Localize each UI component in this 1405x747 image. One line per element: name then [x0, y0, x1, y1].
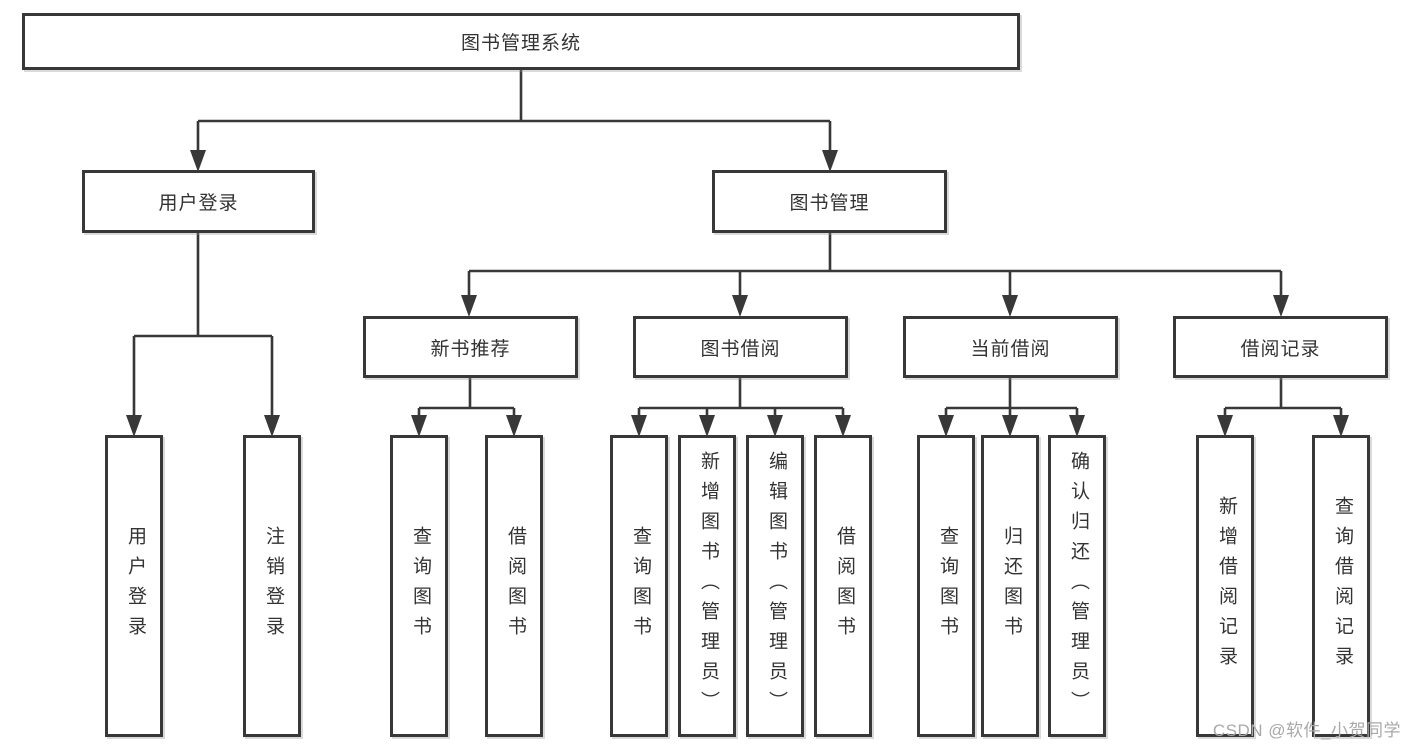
leaf-edit-book-admin: 编辑图书（管理员） — [746, 435, 804, 737]
node-current-borrowing: 当前借阅 — [903, 316, 1118, 378]
leaf-confirm-return-admin: 确认归还（管理员） — [1048, 435, 1106, 737]
leaf-query-borrow-record: 查询借阅记录 — [1312, 435, 1370, 737]
leaf-return-book: 归还图书 — [981, 435, 1039, 737]
node-borrowing-records: 借阅记录 — [1173, 316, 1388, 378]
leaf-query-books-borrow: 查询图书 — [610, 435, 668, 737]
leaf-add-borrow-record: 新增借阅记录 — [1196, 435, 1254, 737]
node-book-management: 图书管理 — [712, 170, 947, 233]
node-new-book-recommendation: 新书推荐 — [363, 316, 578, 378]
node-library-system-root: 图书管理系统 — [22, 13, 1020, 70]
csdn-watermark: CSDN @软件_小贺同学 — [1212, 721, 1401, 740]
tree-edges — [132, 70, 1343, 420]
leaf-query-books-current: 查询图书 — [917, 435, 975, 737]
leaf-query-books-recommend: 查询图书 — [390, 435, 448, 737]
leaf-add-book-admin: 新增图书（管理员） — [678, 435, 736, 737]
node-user-login: 用户登录 — [82, 170, 315, 233]
leaf-borrow-books: 借阅图书 — [814, 435, 872, 737]
leaf-logout: 注销登录 — [243, 435, 301, 737]
node-book-borrowing: 图书借阅 — [633, 316, 848, 378]
leaf-user-login: 用户登录 — [105, 435, 163, 737]
leaf-borrow-books-recommend: 借阅图书 — [485, 435, 543, 737]
